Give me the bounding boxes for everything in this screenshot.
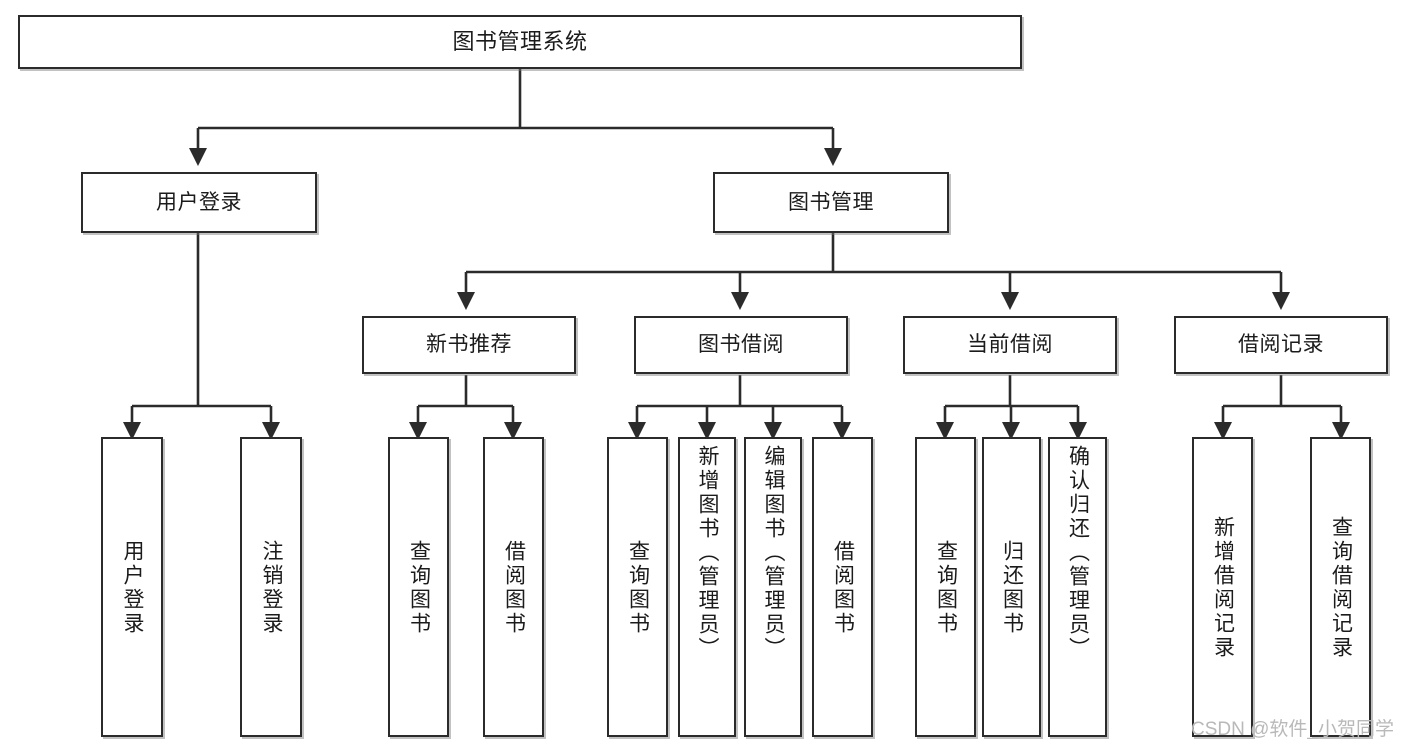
node-label: 编辑图书（管理员） — [762, 445, 786, 661]
node-borrow-record[interactable]: 借阅记录 — [1174, 316, 1388, 374]
node-label: 借阅图书 — [831, 540, 855, 636]
node-leaf-user-login[interactable]: 用户登录 — [101, 437, 163, 737]
node-leaf-query-book-borrow[interactable]: 查询图书 — [607, 437, 668, 737]
node-leaf-borrow-book-recommendation[interactable]: 借阅图书 — [483, 437, 544, 737]
node-book-borrow[interactable]: 图书借阅 — [634, 316, 848, 374]
node-label: 查询图书 — [934, 540, 958, 636]
node-current-borrow[interactable]: 当前借阅 — [903, 316, 1117, 374]
node-label: 用户登录 — [156, 190, 242, 214]
node-leaf-borrow-book[interactable]: 借阅图书 — [812, 437, 873, 737]
node-leaf-add-book-admin[interactable]: 新增图书（管理员） — [678, 437, 736, 737]
node-leaf-confirm-return-admin[interactable]: 确认归还（管理员） — [1048, 437, 1107, 737]
watermark-text: CSDN @软件_小贺同学 — [1191, 719, 1394, 740]
node-label: 图书借阅 — [698, 333, 784, 357]
node-leaf-return-book[interactable]: 归还图书 — [982, 437, 1041, 737]
node-leaf-query-borrow-record[interactable]: 查询借阅记录 — [1310, 437, 1371, 737]
node-root-book-management-system[interactable]: 图书管理系统 — [18, 15, 1022, 69]
node-leaf-edit-book-admin[interactable]: 编辑图书（管理员） — [744, 437, 802, 737]
node-leaf-query-book-recommendation[interactable]: 查询图书 — [388, 437, 449, 737]
node-label: 借阅图书 — [502, 540, 526, 636]
node-new-book-recommendation[interactable]: 新书推荐 — [362, 316, 576, 374]
node-label: 查询图书 — [407, 540, 431, 636]
node-label: 图书管理系统 — [452, 29, 588, 55]
node-label: 查询图书 — [626, 540, 650, 636]
node-label: 新增借阅记录 — [1211, 516, 1235, 660]
node-label: 归还图书 — [1000, 540, 1024, 636]
node-label: 借阅记录 — [1238, 333, 1324, 357]
node-user-login[interactable]: 用户登录 — [81, 172, 317, 233]
node-label: 用户登录 — [121, 540, 145, 636]
node-label: 新书推荐 — [426, 333, 512, 357]
node-leaf-add-borrow-record[interactable]: 新增借阅记录 — [1192, 437, 1253, 737]
node-label: 注销登录 — [260, 540, 284, 636]
node-leaf-user-logout[interactable]: 注销登录 — [240, 437, 302, 737]
node-label: 查询借阅记录 — [1329, 516, 1353, 660]
node-label: 图书管理 — [788, 190, 874, 214]
node-book-management[interactable]: 图书管理 — [713, 172, 949, 233]
node-label: 新增图书（管理员） — [696, 445, 720, 661]
node-leaf-query-book-current[interactable]: 查询图书 — [915, 437, 976, 737]
node-label: 当前借阅 — [967, 333, 1053, 357]
node-label: 确认归还（管理员） — [1066, 445, 1090, 661]
